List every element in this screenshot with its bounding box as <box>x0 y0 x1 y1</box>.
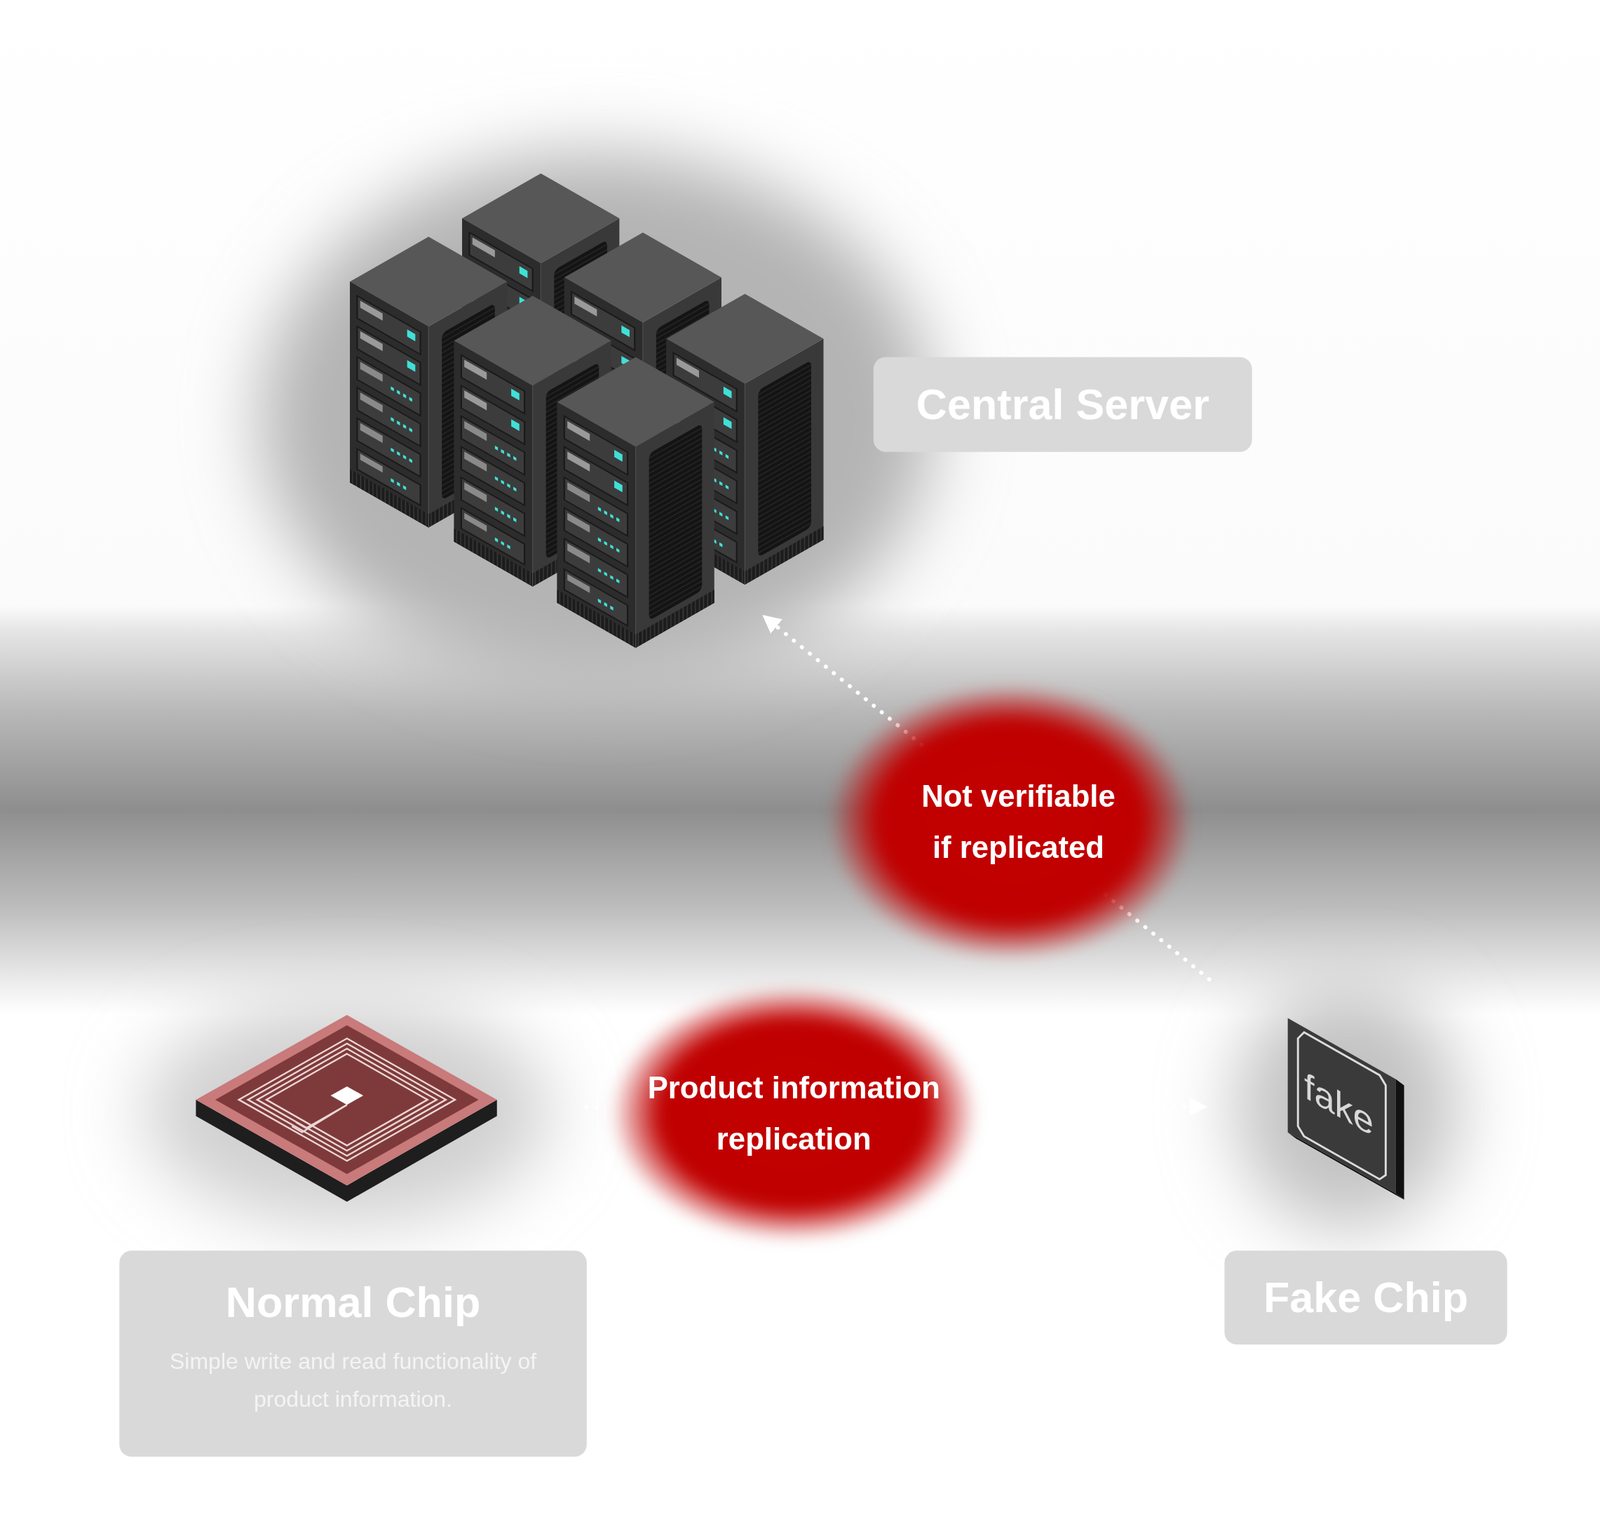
antenna-coil <box>257 1048 437 1152</box>
label-box: Central Server <box>873 356 1253 452</box>
chip-shadow <box>143 999 552 1225</box>
chip-shadow <box>1234 984 1460 1230</box>
warning-blob <box>609 986 978 1242</box>
warning-label: Not verifiable if replicated <box>911 771 1127 874</box>
warning-label: Product information replication <box>635 1062 953 1166</box>
dotted-arrow <box>764 617 1209 980</box>
labelled-element: Central Server <box>351 173 1253 618</box>
server-racks <box>349 173 824 648</box>
fake-chip <box>1287 1018 1405 1200</box>
antenna-coil <box>239 1039 456 1162</box>
labelled-element: Fake Chip <box>1203 979 1507 1345</box>
chip-top <box>195 1015 497 1186</box>
antenna-lead <box>291 1104 348 1133</box>
labelled-element: Normal ChipSimple write and read functio… <box>119 1010 587 1457</box>
node-description: Simple write and read functionality of p… <box>154 1342 553 1419</box>
label-box: Normal ChipSimple write and read functio… <box>119 1250 587 1457</box>
rfid-chip <box>195 1015 497 1202</box>
node-title: Normal Chip <box>225 1277 481 1329</box>
chip-face <box>1287 1018 1396 1194</box>
antenna-coil <box>248 1043 446 1157</box>
chip-inlay <box>215 1025 479 1175</box>
server-rack <box>557 356 715 648</box>
antenna-coil <box>266 1053 428 1146</box>
server-shadow <box>260 152 934 684</box>
node-title: Fake Chip <box>1263 1272 1469 1324</box>
chip-die <box>330 1086 364 1105</box>
antenna-lead <box>295 1104 348 1129</box>
chip-side <box>1395 1079 1405 1201</box>
node-title: Central Server <box>916 379 1210 431</box>
warning-blob <box>828 685 1192 961</box>
label-box: Fake Chip <box>1224 1250 1507 1345</box>
